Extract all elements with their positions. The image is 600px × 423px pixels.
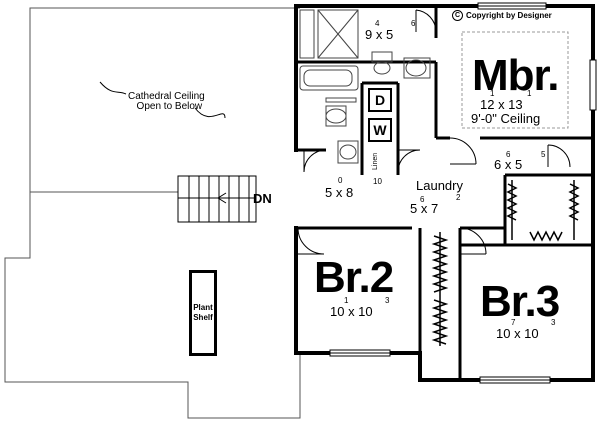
windows <box>329 2 597 384</box>
stairs-label: DN <box>253 191 272 206</box>
plant-label-1: Plant <box>193 303 213 313</box>
br3-sup2: 3 <box>551 318 556 327</box>
bath-sup1: 4 <box>375 19 380 28</box>
door-swings <box>297 9 571 255</box>
mbr-dim: 12 x 13 <box>480 97 523 112</box>
br2-name: Br.2 <box>314 253 394 302</box>
laundry-sup2: 2 <box>456 193 461 202</box>
note-arrow-2 <box>99 81 127 95</box>
plant-label-2: Shelf <box>193 313 213 322</box>
br2-sup2: 3 <box>385 296 390 305</box>
hall-sup1: 0 <box>338 176 343 185</box>
note-arrow <box>194 107 226 119</box>
br2-dim: 10 x 10 <box>330 304 373 319</box>
copyright-icon: C <box>452 10 463 21</box>
br3-dim: 10 x 10 <box>496 326 539 341</box>
mbr-name: Mbr. <box>472 51 559 100</box>
ceiling-outline <box>461 31 569 129</box>
mbr-ceiling: 9'-0" Ceiling <box>471 111 541 126</box>
copyright-text: Copyright by Designer <box>466 11 552 20</box>
bath-fixtures <box>299 9 431 164</box>
stairs <box>177 175 257 223</box>
mbr-sup1: 1 <box>490 89 495 98</box>
br3-sup1: 7 <box>511 318 516 327</box>
copyright: C Copyright by Designer <box>452 10 552 21</box>
laundry-name: Laundry <box>416 178 463 193</box>
bath-dim: 9 x 5 <box>365 27 394 42</box>
laundry-sup1: 6 <box>420 195 425 204</box>
mbr-sup2: 1 <box>527 89 532 98</box>
cathedral-line1: Cathedral Ceiling <box>128 91 205 102</box>
closet-dim: 6 x 5 <box>494 157 523 172</box>
interior-walls <box>296 6 593 380</box>
laundry-dim: 5 x 7 <box>410 201 439 216</box>
closet-sup2: 5 <box>541 150 546 159</box>
plant-shelf: Plant Shelf <box>189 270 217 356</box>
open-to-below-outline <box>4 7 301 419</box>
hall-dim: 5 x 8 <box>325 185 354 200</box>
dryer: D <box>368 88 392 112</box>
washer: W <box>368 118 392 142</box>
hall-sup2: 10 <box>373 177 382 186</box>
linen-label: Linen <box>372 152 379 170</box>
closet-rods <box>431 180 580 346</box>
cathedral-label: Cathedral Ceiling Open to Below <box>128 92 205 112</box>
closet-sup1: 6 <box>506 150 511 159</box>
br2-sup1: 1 <box>344 296 349 305</box>
bath-sup2: 6 <box>411 19 416 28</box>
cathedral-line2: Open to Below <box>136 101 203 112</box>
br3-name: Br.3 <box>480 277 560 326</box>
